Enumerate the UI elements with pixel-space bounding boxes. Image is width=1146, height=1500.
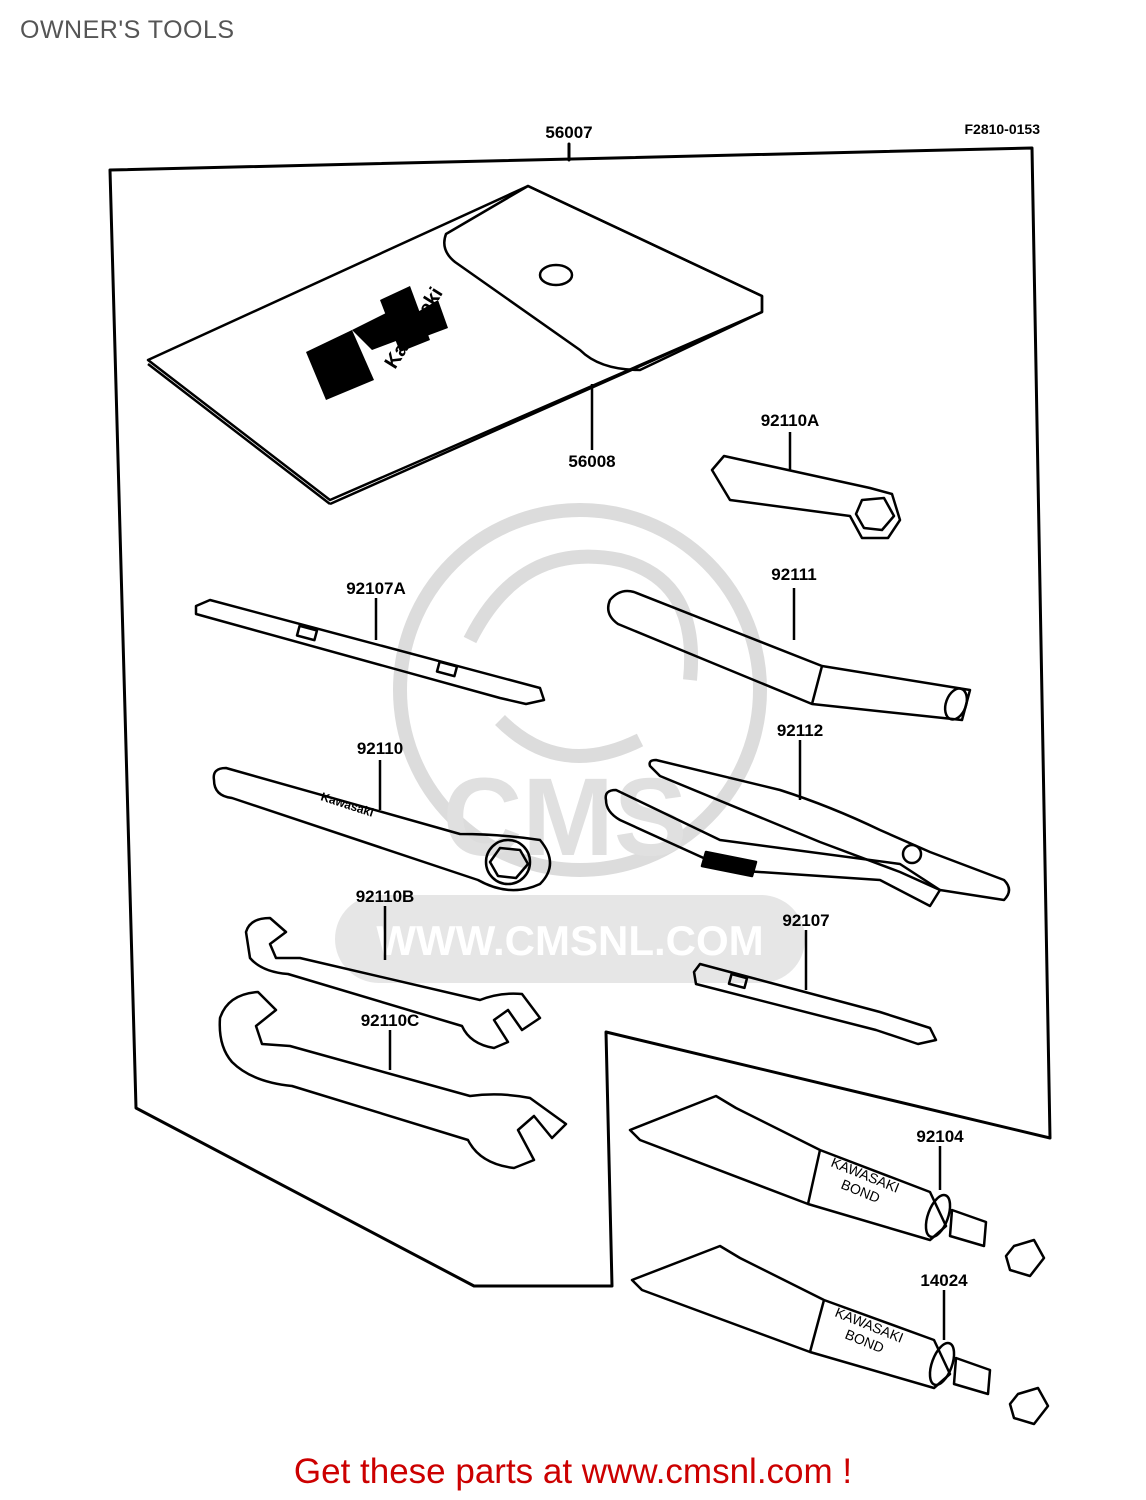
part-label-92110C: 92110C xyxy=(361,1011,420,1030)
pliers xyxy=(604,740,1011,908)
part-label-92111: 92111 xyxy=(771,565,816,584)
part-label-92110: 92110 xyxy=(357,739,403,758)
plug-wrench xyxy=(710,432,902,540)
bond-tube-upper xyxy=(628,1094,1046,1278)
part-label-14024: 14024 xyxy=(920,1271,968,1290)
screwdriver-blade xyxy=(194,598,546,706)
open-wrench-small xyxy=(244,906,542,1050)
part-label-56008: 56008 xyxy=(568,452,615,471)
page-title: OWNER'S TOOLS xyxy=(20,16,235,44)
part-label-92107A: 92107A xyxy=(346,579,406,598)
part-label-56007: 56007 xyxy=(545,123,592,142)
screwdriver-handle xyxy=(607,588,972,722)
ring-wrench xyxy=(212,760,552,892)
part-label-92104: 92104 xyxy=(916,1127,964,1146)
kawasaki-logo-icon xyxy=(306,286,448,400)
part-label-92110B: 92110B xyxy=(356,887,415,906)
part-label-92112: 92112 xyxy=(777,721,823,740)
screwdriver xyxy=(692,930,938,1046)
kit-outline xyxy=(108,146,1052,1288)
open-wrench-large xyxy=(218,990,568,1170)
part-label-92110A: 92110A xyxy=(761,411,820,430)
footer-link[interactable]: Get these parts at www.cmsnl.com ! xyxy=(293,1452,853,1491)
tool-pouch xyxy=(146,184,764,506)
bond-tube-lower xyxy=(630,1244,1050,1426)
figure-code: F2810-0153 xyxy=(964,121,1040,137)
part-label-92107: 92107 xyxy=(782,911,829,930)
ring-wrench-marking: Kawasaki xyxy=(319,790,375,820)
